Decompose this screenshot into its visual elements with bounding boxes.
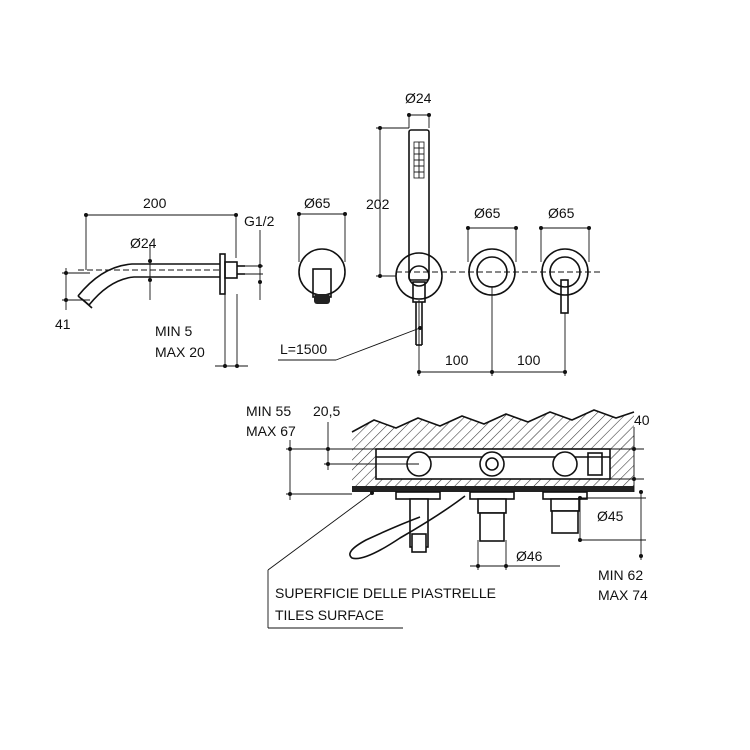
spout-length-label: 200 [143, 195, 167, 211]
spacing-1-label: 100 [445, 352, 469, 368]
mixer-plate-2-front: Ø65 [539, 205, 591, 314]
spacing-2-label: 100 [517, 352, 541, 368]
spout-diameter-label: Ø24 [130, 235, 157, 251]
depth-max-label: MAX 67 [246, 423, 296, 439]
diameter-a-label: Ø45 [597, 508, 624, 524]
hose-length-label: L=1500 [280, 341, 327, 357]
spout-dimensions: 200 Ø24 G1/2 41 MIN 5 MAX 20 [55, 195, 275, 368]
range-max-label: MAX 74 [598, 587, 648, 603]
section-dimensions: MIN 55 MAX 67 20,5 40 Ø45 MIN 62 MAX 74 [246, 403, 650, 629]
thread-label: G1/2 [244, 213, 275, 229]
spacing-dimensions: 100 100 [396, 271, 600, 376]
depth-min-label: MIN 55 [246, 403, 291, 419]
mixer2-plate-diameter-label: Ø65 [548, 205, 575, 221]
offset-label: 20,5 [313, 403, 340, 419]
spout-height-label: 41 [55, 316, 71, 332]
spout-plate-front: Ø65 [297, 195, 347, 304]
hand-shower-front: Ø24 202 L=1500 [278, 90, 443, 361]
wall-min-label: MIN 5 [155, 323, 193, 339]
spout-plate-diameter-label: Ø65 [304, 195, 331, 211]
spout-side-view [77, 253, 245, 309]
section-fittings [349, 491, 588, 560]
diameter-b-label: Ø46 [516, 548, 543, 564]
handshower-diameter-label: Ø24 [405, 90, 432, 106]
range-min-label: MIN 62 [598, 567, 643, 583]
tiles-label-en: TILES SURFACE [275, 607, 384, 623]
mixer1-plate-diameter-label: Ø65 [474, 205, 501, 221]
mixer-plate-1-front: Ø65 [466, 205, 518, 296]
body-height-label: 40 [634, 412, 650, 428]
tiles-label-it: SUPERFICIE DELLE PIASTRELLE [275, 585, 496, 601]
shower-nozzle-grid [413, 141, 425, 179]
handshower-height-label: 202 [366, 196, 390, 212]
wall-max-label: MAX 20 [155, 344, 205, 360]
